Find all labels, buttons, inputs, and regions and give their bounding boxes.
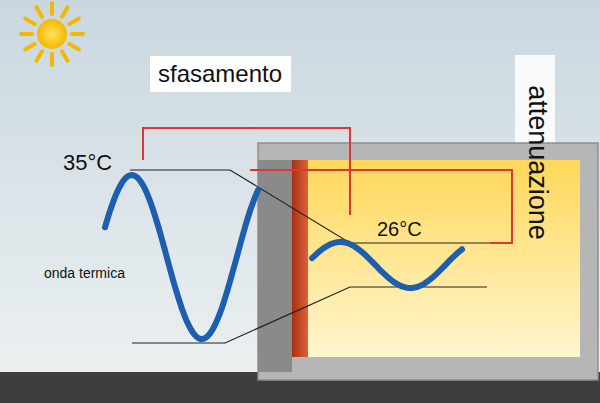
sun-ray (25, 19, 35, 25)
sun (37, 19, 67, 49)
sun-ray (69, 44, 79, 50)
wall-insulation (292, 160, 308, 357)
sun-ray (62, 7, 68, 17)
max-level-line (130, 170, 490, 243)
sun-ray (50, 3, 54, 14)
wall-masonry (258, 160, 292, 372)
sun-rays (21, 3, 83, 65)
attenuation-label: attenuazione (523, 85, 550, 240)
sun-ray (69, 19, 79, 25)
box-text: sfasamento (158, 62, 283, 86)
caption-box: sfasamento (150, 56, 291, 92)
sun-ray (62, 51, 68, 61)
temperature-label: 26°C (377, 219, 422, 239)
phase-shift-bracket (143, 128, 350, 215)
temperature-label: 35°C (63, 152, 112, 174)
wave-label: onda termica (44, 266, 125, 280)
outside-thermal-wave (105, 175, 258, 339)
inside-thermal-wave (312, 242, 462, 288)
sun-ray (72, 32, 83, 36)
sun-ray (37, 51, 43, 61)
sun-ray (25, 44, 35, 50)
sun-ray (50, 54, 54, 65)
sun-ray (21, 32, 32, 36)
sun-ray (37, 7, 43, 17)
